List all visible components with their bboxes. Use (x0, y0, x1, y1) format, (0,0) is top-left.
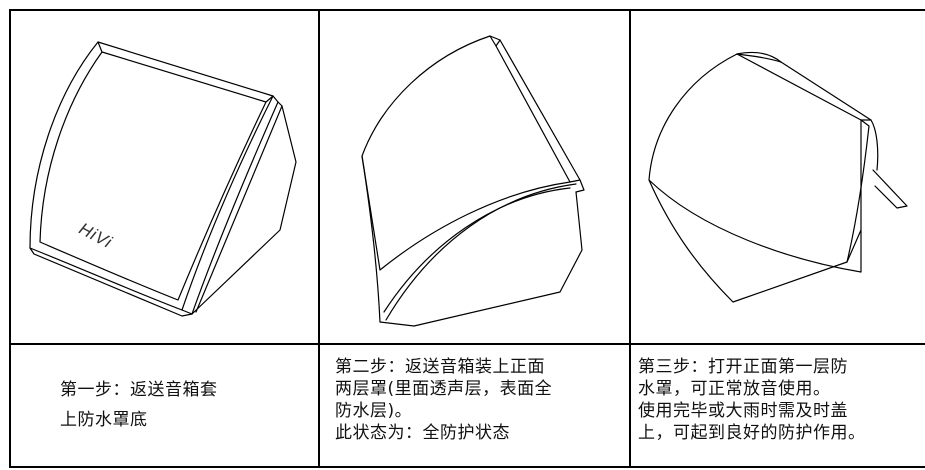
table-divider-1 (318, 9, 320, 467)
table-border-top (9, 9, 925, 11)
speaker-step2-illustration (361, 35, 585, 327)
step2-caption: 第二步：返送音箱装上正面 两层罩(里面透声层，表面全 防水层)。 此状态为：全防… (335, 357, 553, 443)
table-divider-2 (629, 9, 631, 467)
table-border-middle (9, 343, 925, 345)
step3-caption: 第三步：打开正面第一层防 水罩，可正常放音使用。 使用完毕或大雨时需及时盖 上，… (638, 357, 866, 443)
speaker-step1-illustration (29, 41, 297, 317)
table-border-left (9, 9, 11, 467)
step1-caption: 第一步：返送音箱套 上防水罩底 (60, 380, 218, 430)
table-border-bottom (9, 466, 925, 468)
speaker-step3-illustration (648, 51, 908, 303)
